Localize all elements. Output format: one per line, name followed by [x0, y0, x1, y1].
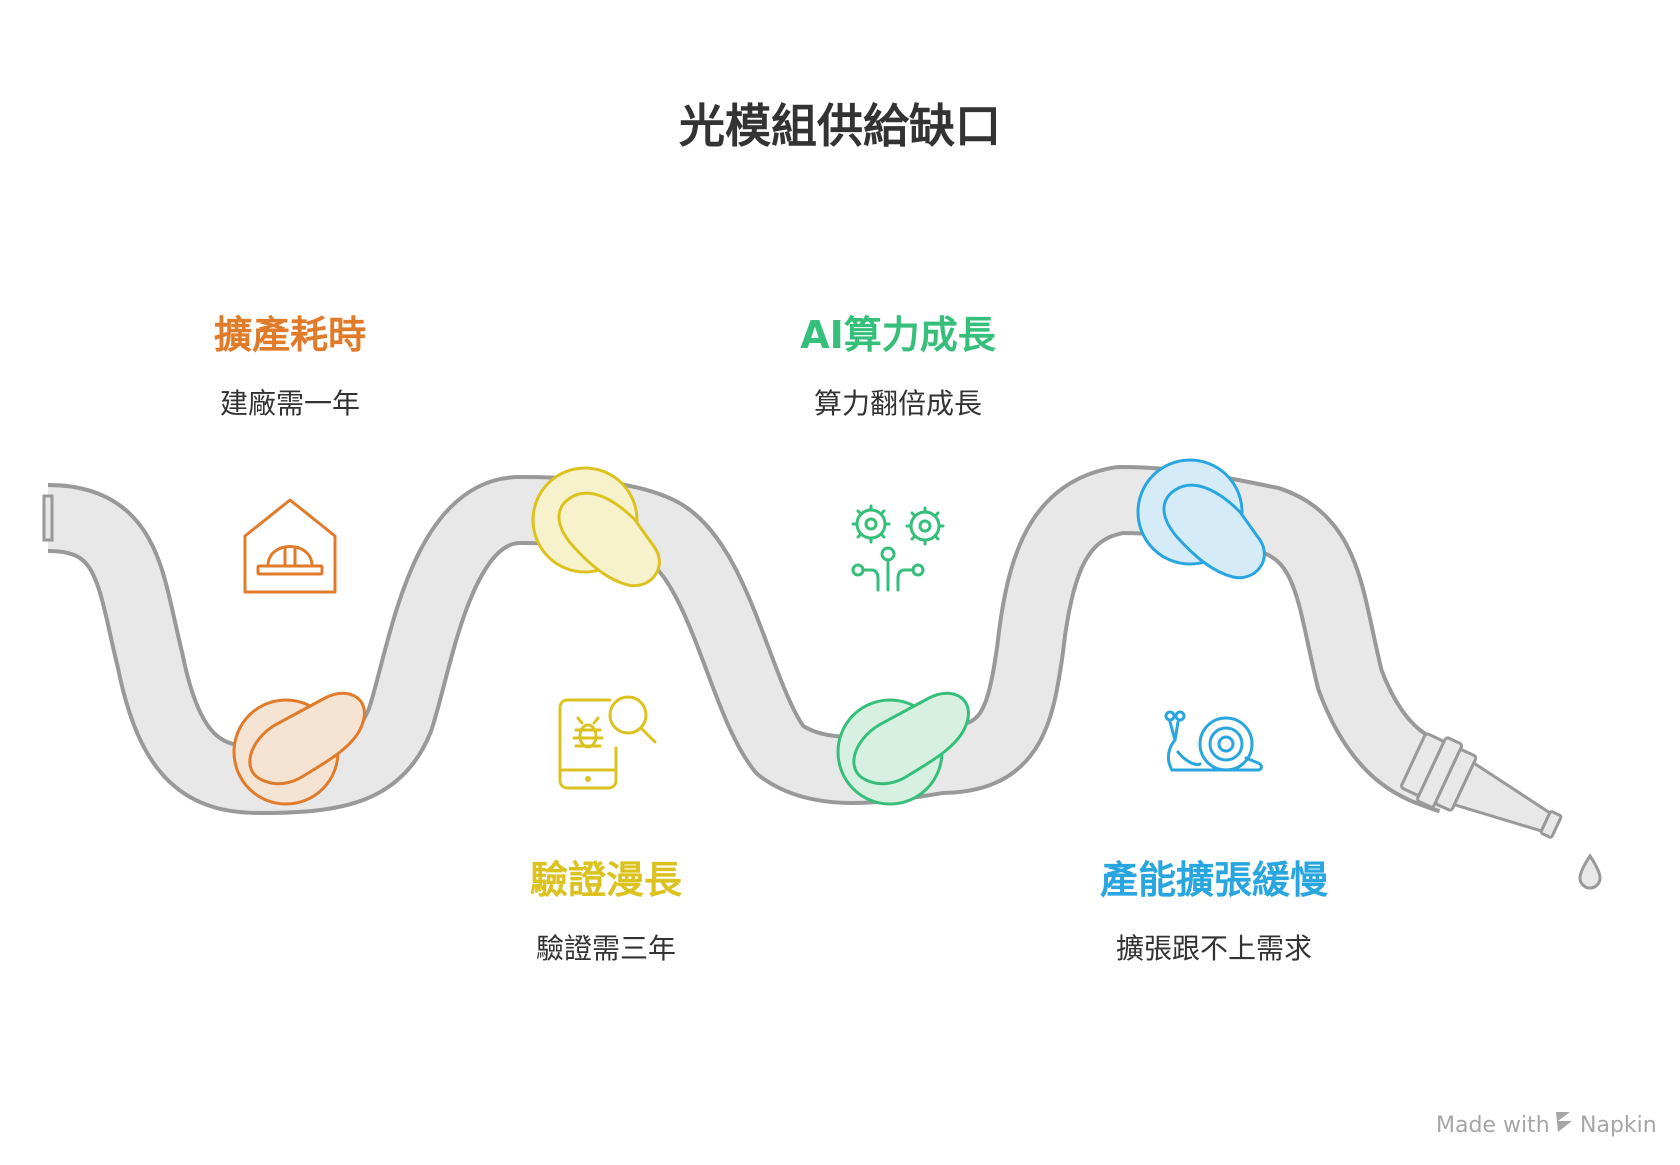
step-2-desc: 驗證需三年 — [536, 932, 676, 965]
step-4-desc: 擴張跟不上需求 — [1116, 932, 1312, 965]
step-2-title: 驗證漫長 — [530, 858, 683, 902]
page-title: 光模組供給缺口 — [679, 99, 1001, 153]
water-drop-icon — [1578, 853, 1602, 890]
phone-bug-search-icon — [558, 695, 657, 790]
napkin-watermark: Made with Napkin — [1436, 1112, 1657, 1138]
watermark-prefix: Made with — [1436, 1113, 1550, 1138]
step-3-title: AI算力成長 — [800, 313, 997, 357]
snail-icon — [1164, 710, 1263, 772]
napkin-logo-icon — [1556, 1112, 1572, 1132]
knot-1 — [232, 691, 366, 806]
step-1-title: 擴產耗時 — [214, 313, 366, 357]
hose-end-cap — [42, 494, 54, 542]
step-3-desc: 算力翻倍成長 — [814, 387, 982, 420]
knot-2 — [531, 466, 661, 588]
step-1-desc: 建廠需一年 — [220, 387, 360, 420]
knot-4 — [1136, 458, 1266, 580]
knot-3 — [836, 691, 970, 806]
step-4-title: 產能擴張緩慢 — [1100, 858, 1329, 902]
hard-hat-building-icon — [243, 498, 337, 594]
watermark-brand: Napkin — [1580, 1113, 1657, 1138]
gears-circuit-icon — [851, 504, 945, 592]
nozzle — [1400, 732, 1563, 839]
